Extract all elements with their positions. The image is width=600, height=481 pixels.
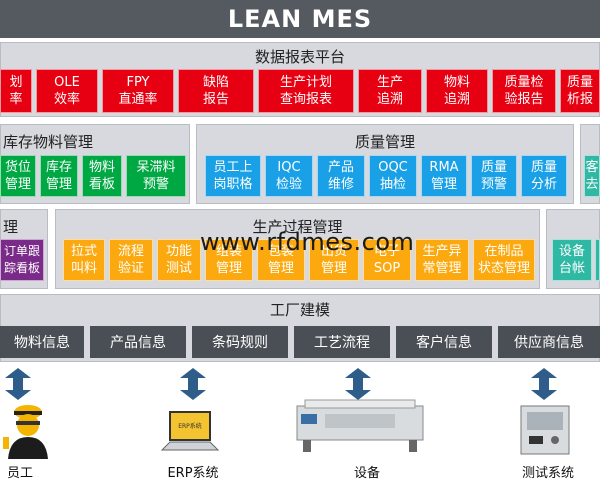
watermark-text: www.rfdmes.com: [200, 228, 415, 256]
production-tile-esop[interactable]: 电子 SOP: [363, 239, 411, 281]
production-tile-wip-status[interactable]: 在制品 状态管理: [473, 239, 535, 281]
factory-title: 工厂建模: [269, 301, 330, 319]
warehouse-tile-slow-stock[interactable]: 呆滞料 预警: [126, 155, 186, 197]
report-tile-defect[interactable]: 缺陷 报告: [178, 69, 254, 113]
warehouse-tile-inventory[interactable]: 库存 管理: [40, 155, 78, 197]
quality-title: 质量管理: [354, 133, 415, 151]
report-tile-material-trace[interactable]: 物料 追溯: [426, 69, 488, 113]
production-tile-exception[interactable]: 生产异 常管理: [415, 239, 469, 281]
warehouse-title: 库存物料管理: [3, 133, 94, 151]
report-tile-plan-rate[interactable]: 划 率: [0, 69, 32, 113]
production-tile-process-verify[interactable]: 流程 验证: [109, 239, 153, 281]
quality-tile-iqc[interactable]: IQC 检验: [265, 155, 313, 197]
quality-tile-analysis[interactable]: 质量 分析: [521, 155, 567, 197]
warehouse-tile-material-board[interactable]: 物料 看板: [82, 155, 122, 197]
factory-item-supplier-info[interactable]: 供应商信息: [498, 326, 600, 358]
app-title-bar: LEAN MES: [0, 0, 600, 38]
factory-item-material-info[interactable]: 物料信息: [0, 326, 84, 358]
quality-tile-repair[interactable]: 产品 维修: [317, 155, 365, 197]
equipment-partial-tile[interactable]: [595, 239, 600, 281]
report-tile-ole[interactable]: OLE 效率: [36, 69, 98, 113]
production-tile-packaging[interactable]: 包装 管理: [257, 239, 305, 281]
production-tile-assembly[interactable]: 组装 管理: [205, 239, 253, 281]
left-management-title: 理: [3, 218, 19, 236]
double-arrow-icon: [345, 368, 371, 400]
double-arrow-icon: [531, 368, 557, 400]
device-label-employee: 员工: [6, 466, 33, 481]
report-tile-quality-report[interactable]: 质量检 验报告: [492, 69, 556, 113]
quality-tile-warning[interactable]: 质量 预警: [471, 155, 517, 197]
factory-item-process-flow[interactable]: 工艺流程: [294, 326, 390, 358]
right-partial-tile[interactable]: 客 去: [584, 155, 600, 197]
report-tile-production-trace[interactable]: 生产 追溯: [358, 69, 422, 113]
production-tile-pull-material[interactable]: 拉式 叫料: [63, 239, 105, 281]
quality-tile-oqc[interactable]: OQC 抽检: [369, 155, 417, 197]
test-system-icon: [520, 405, 570, 455]
app-title: LEAN MES: [227, 5, 373, 33]
device-label-equipment: 设备: [353, 466, 380, 481]
production-title: 生产过程管理: [252, 218, 343, 236]
factory-item-barcode-rules[interactable]: 条码规则: [192, 326, 288, 358]
double-arrow-icon: [5, 368, 31, 400]
report-tile-fpy[interactable]: FPY 直通率: [102, 69, 174, 113]
double-arrow-icon: [180, 368, 206, 400]
factory-item-product-info[interactable]: 产品信息: [90, 326, 186, 358]
production-tile-shipping[interactable]: 出货 管理: [309, 239, 359, 281]
equipment-ledger-tile[interactable]: 设备 台帐: [552, 239, 592, 281]
quality-tile-staff-qualification[interactable]: 员工上 岗职格: [205, 155, 261, 197]
report-tile-quality-analysis[interactable]: 质量 析报: [560, 69, 600, 113]
report-tile-production-plan[interactable]: 生产计划 查询报表: [258, 69, 354, 113]
production-tile-function-test[interactable]: 功能 测试: [157, 239, 201, 281]
order-tracking-board-tile[interactable]: 订单跟 踪看板: [0, 239, 44, 281]
factory-item-customer-info[interactable]: 客户信息: [396, 326, 492, 358]
device-label-test-system: 测试系统: [521, 466, 574, 481]
reflow-machine-icon: [296, 399, 424, 452]
employee-icon: [3, 405, 48, 459]
warehouse-tile-location[interactable]: 货位 管理: [0, 155, 36, 197]
erp-laptop-icon: ERP系统: [160, 411, 220, 451]
report-platform-title: 数据报表平台: [254, 48, 345, 66]
device-label-erp: ERP系统: [167, 466, 219, 481]
quality-tile-rma[interactable]: RMA 管理: [421, 155, 467, 197]
erp-screen-text: ERP系统: [178, 422, 202, 430]
